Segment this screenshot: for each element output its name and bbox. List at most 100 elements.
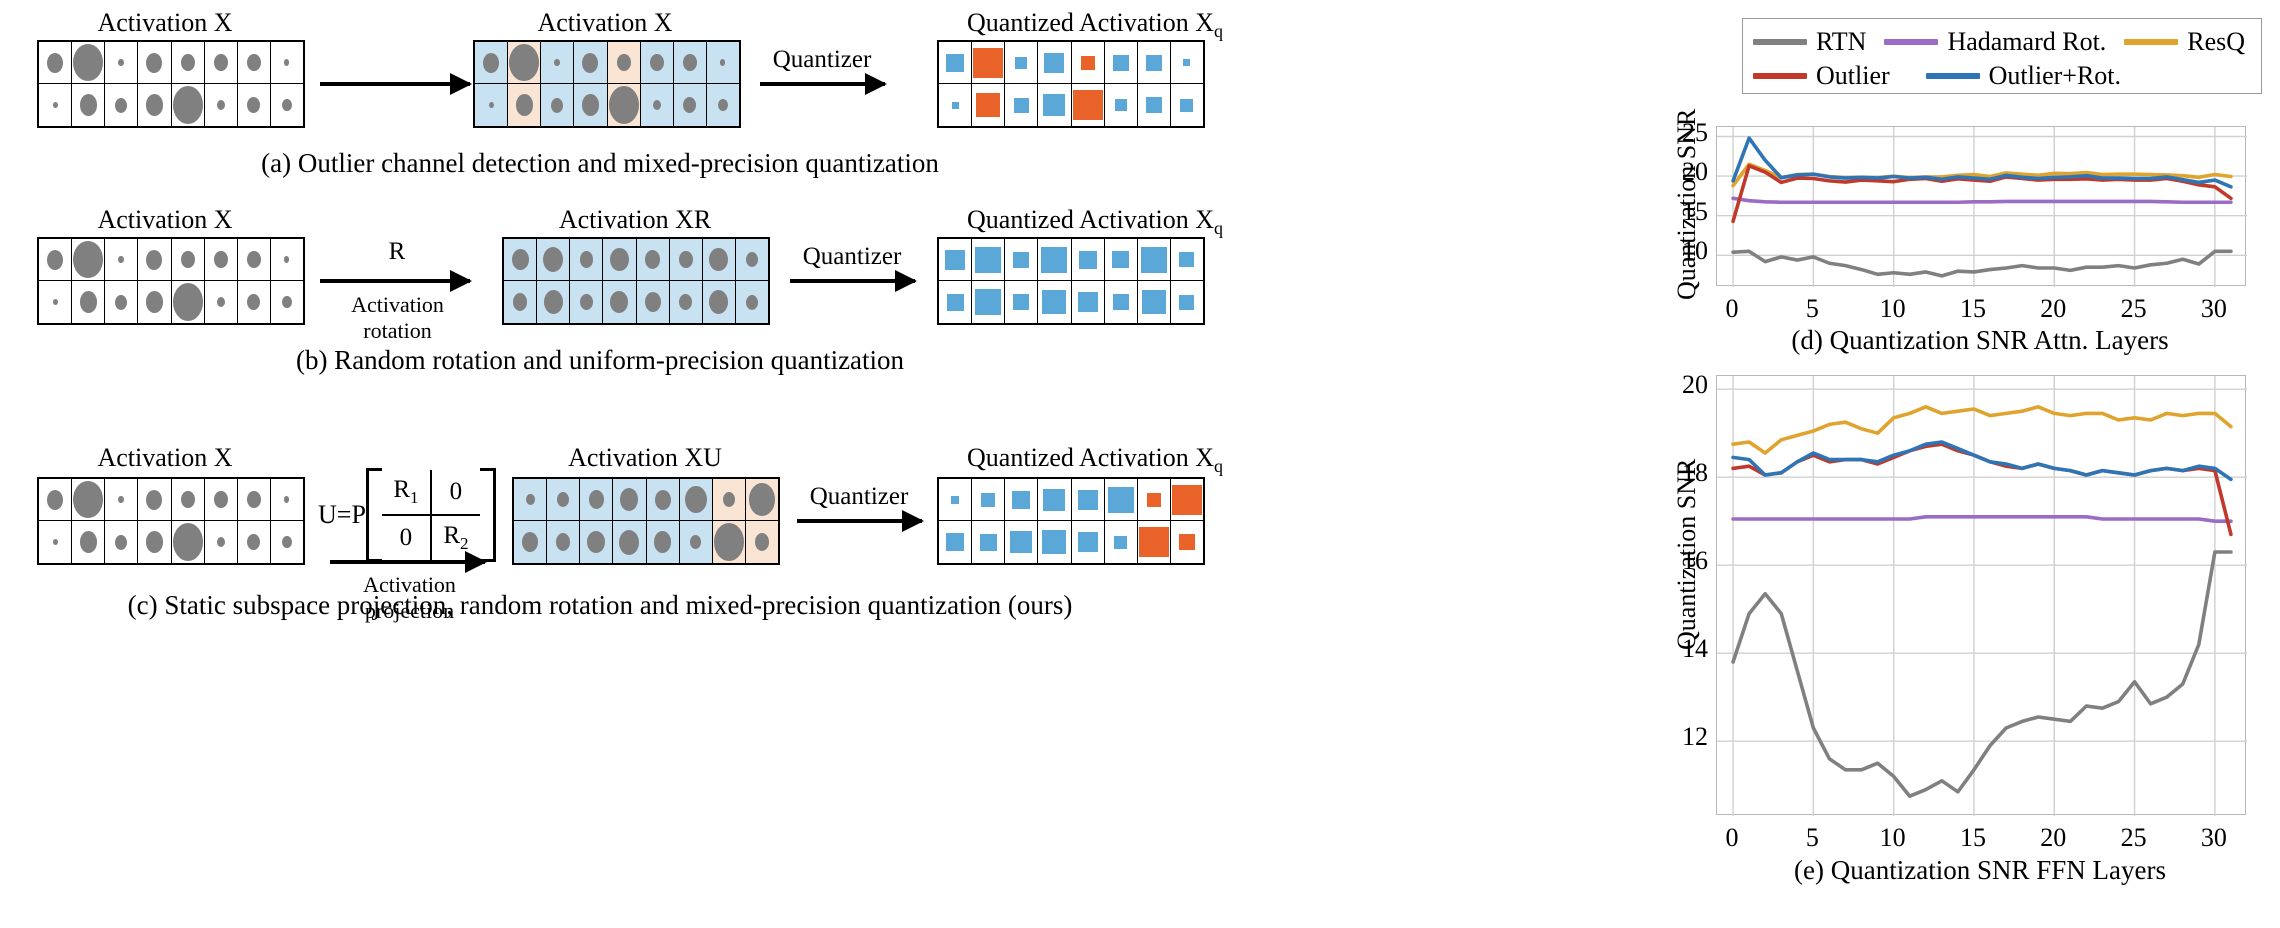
legend-swatch-rtn	[1753, 39, 1807, 45]
matrix-cell	[1170, 479, 1203, 521]
magnitude-dot	[47, 52, 64, 73]
matrix-row	[504, 239, 768, 281]
panel-c-mid-title: Activation XU	[568, 443, 722, 472]
legend-label-hadamard-rot: Hadamard Rot.	[1947, 27, 2107, 56]
quantized-square	[946, 293, 964, 311]
magnitude-dot	[145, 291, 163, 313]
matrix-cell	[574, 42, 608, 84]
magnitude-dot	[246, 250, 261, 269]
matrix-row	[514, 521, 778, 563]
magnitude-dot	[652, 100, 661, 110]
matrix-divider-vertical	[429, 470, 432, 514]
panel-a-right-title-sub: q	[1213, 21, 1223, 42]
x-tick-label: 0	[1725, 823, 1739, 852]
matrix-cell	[1137, 521, 1171, 563]
matrix-cell-zero-bl: 0	[399, 524, 413, 551]
quantized-square	[1013, 251, 1030, 268]
magnitude-dot	[115, 97, 128, 113]
legend-item-outlier[interactable]: Outlier	[1753, 61, 1890, 91]
matrix-cell	[504, 281, 538, 323]
quantized-square	[1107, 486, 1134, 513]
outlier-square	[1178, 534, 1195, 550]
matrix-cell	[270, 479, 303, 521]
magnitude-dot	[246, 53, 261, 72]
magnitude-dot	[216, 537, 225, 547]
matrix-cell	[204, 42, 238, 84]
matrix-cell	[673, 42, 707, 84]
block-matrix-row: R1 0	[382, 470, 480, 514]
matrix-cell-r1: R1	[393, 476, 419, 507]
panel-a-caption: (a) Outlier channel detection and mixed-…	[261, 148, 939, 178]
panel-a-left-title: Activation X	[97, 8, 233, 37]
matrix-cell	[204, 239, 238, 281]
quantized-square	[975, 289, 1002, 315]
magnitude-dot	[713, 523, 744, 561]
matrix-cell	[1137, 239, 1171, 281]
legend-item-rtn[interactable]: RTN	[1753, 27, 1866, 57]
matrix-row	[39, 84, 303, 126]
panel-c-caption: (c) Static subspace projection, random r…	[127, 590, 1073, 620]
matrix-cell	[574, 84, 608, 126]
matrix-cell	[607, 42, 641, 84]
x-tick-label: 30	[2200, 294, 2227, 323]
outlier-square	[1146, 492, 1161, 507]
matrix-cell	[1170, 84, 1203, 126]
matrix-cell	[138, 281, 172, 323]
matrix-cell	[706, 84, 739, 126]
matrix-cell	[745, 521, 778, 563]
magnitude-dot	[284, 256, 290, 263]
legend-item-resq[interactable]: ResQ	[2124, 27, 2245, 57]
magnitude-dot	[118, 58, 125, 67]
magnitude-dot	[118, 255, 125, 264]
matrix-cell	[547, 521, 581, 563]
magnitude-dot	[47, 489, 64, 510]
matrix-cell	[237, 42, 271, 84]
matrix-row	[475, 84, 739, 126]
chart-e-plot-area	[1716, 375, 2247, 816]
legend-item-hadamard-rot[interactable]: Hadamard Rot.	[1884, 27, 2106, 57]
matrix-cell	[1170, 239, 1203, 281]
y-tick-label: 12	[1682, 722, 1708, 752]
matrix-cell	[603, 239, 637, 281]
matrix-cell	[972, 281, 1006, 323]
matrix-cell	[204, 84, 238, 126]
matrix-row	[939, 479, 1203, 521]
legend-item-outlier-rot[interactable]: Outlier+Rot.	[1925, 61, 2121, 91]
matrix-cell	[1038, 281, 1072, 323]
matrix-cell	[237, 521, 271, 563]
magnitude-dot	[73, 43, 104, 82]
magnitude-dot	[115, 534, 128, 550]
matrix-cell	[679, 479, 713, 521]
matrix-cell	[270, 42, 303, 84]
magnitude-dot	[511, 248, 529, 271]
matrix-cell	[237, 84, 271, 126]
y-tick-label: 20	[1682, 157, 1708, 187]
matrix-cell	[237, 239, 271, 281]
matrix-cell	[138, 479, 172, 521]
matrix-cell	[1071, 42, 1105, 84]
magnitude-dot	[172, 283, 203, 321]
matrix-cell	[1170, 521, 1203, 563]
quantized-square	[1015, 56, 1028, 69]
outlier-square	[1171, 484, 1202, 515]
matrix-cell-r2: R2	[443, 522, 469, 553]
x-tick-label: 5	[1805, 294, 1819, 323]
matrix-cell	[1137, 281, 1171, 323]
magnitude-dot	[180, 490, 195, 509]
matrix-cell	[939, 84, 973, 126]
panel-b-right-title-main: Quantized Activation X	[967, 205, 1214, 234]
matrix-cell	[1137, 84, 1171, 126]
quantized-square	[1180, 98, 1194, 112]
block-matrix: R1 0 0 R2	[381, 470, 480, 560]
matrix-cell	[72, 84, 106, 126]
panel-b-left-matrix	[37, 237, 305, 325]
magnitude-dot	[281, 535, 292, 549]
matrix-divider-vertical	[429, 516, 432, 560]
magnitude-dot	[115, 294, 128, 310]
matrix-cell	[270, 84, 303, 126]
magnitude-dot	[754, 533, 769, 551]
panel-b-left-title: Activation X	[97, 205, 233, 234]
panel-c-projection-matrix: U=P R1 0 0 R2	[318, 468, 496, 562]
matrix-cell	[1071, 281, 1105, 323]
